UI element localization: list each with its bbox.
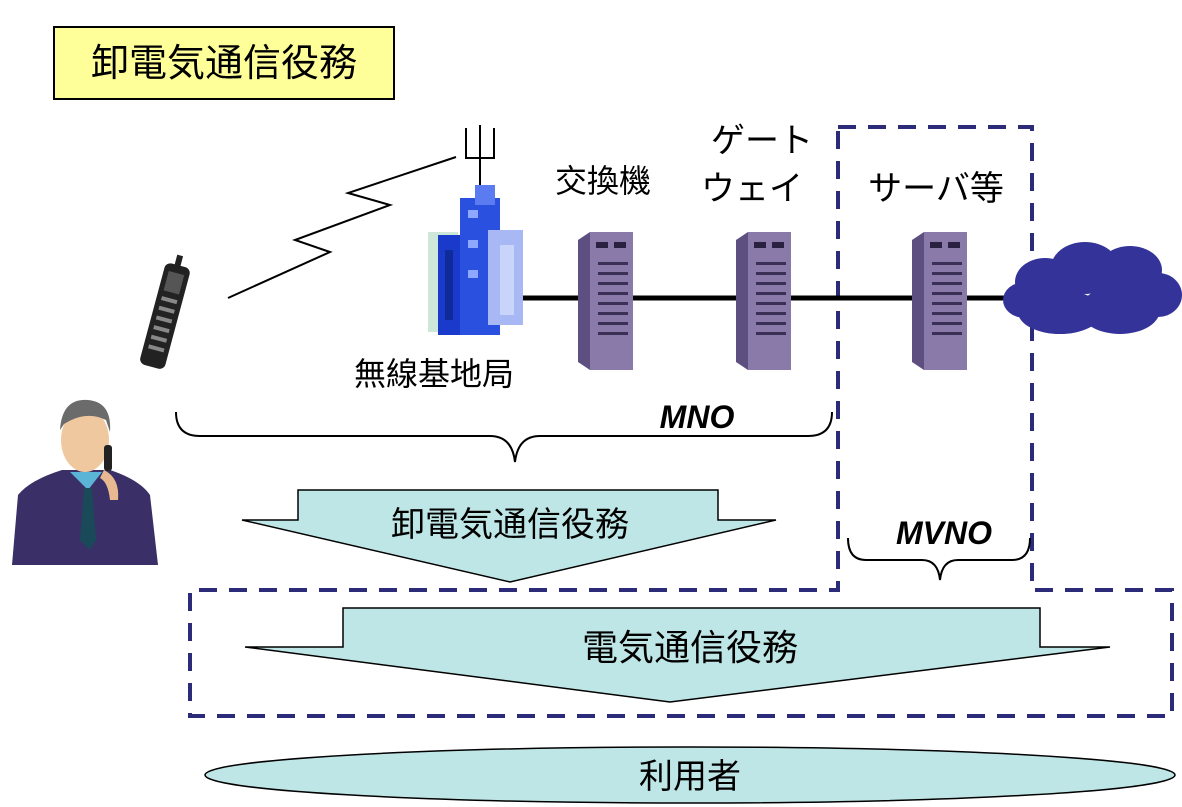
mvno-label: MVNO <box>896 515 992 551</box>
server-icon-gateway <box>736 232 791 370</box>
title-text: 卸電気通信役務 <box>91 41 357 85</box>
wholesale-arrow: 卸電気通信役務 <box>241 489 777 583</box>
mobile-phone-icon <box>140 254 190 369</box>
gateway-label-line2: ウェイ <box>701 169 803 209</box>
server-icon-mvno <box>912 232 967 370</box>
mno-brace <box>175 411 833 463</box>
telecom-arrow-label: 電気通信役務 <box>582 628 798 669</box>
person-on-phone-icon <box>12 399 158 565</box>
mno-label: MNO <box>660 399 735 435</box>
title-box: 卸電気通信役務 <box>53 26 395 100</box>
wholesale-arrow-label: 卸電気通信役務 <box>391 505 629 545</box>
server-icon-exchange <box>578 232 633 370</box>
user-ellipse: 利用者 <box>204 746 1176 804</box>
building-icon <box>428 185 523 335</box>
base-station-label: 無線基地局 <box>354 355 514 393</box>
exchange-label: 交換機 <box>555 162 651 200</box>
gateway-label-line1: ゲート <box>711 121 813 161</box>
user-label: 利用者 <box>639 757 741 797</box>
mvno-region-border <box>188 125 1174 718</box>
mvno-brace <box>847 537 1031 581</box>
telecom-arrow: 電気通信役務 <box>244 607 1111 703</box>
radio-wave-icon <box>227 156 457 299</box>
server-label: サーバ等 <box>868 169 1004 209</box>
antenna-icon <box>465 125 495 188</box>
cloud-icon <box>1003 242 1182 334</box>
